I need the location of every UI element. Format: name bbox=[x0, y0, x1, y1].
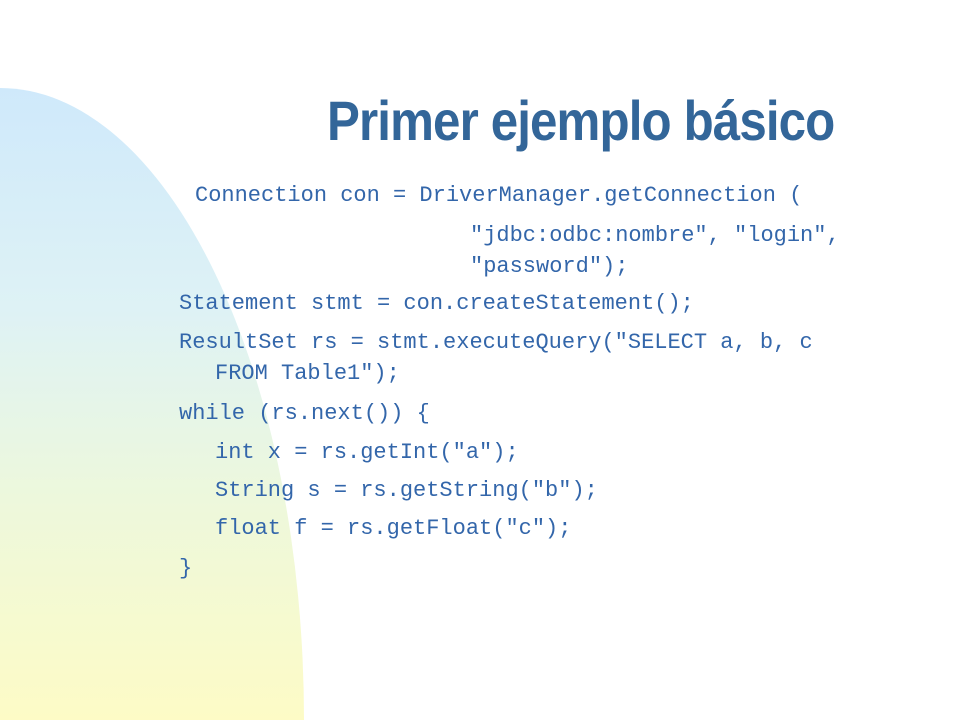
slide-title: Primer ejemplo básico bbox=[327, 89, 835, 152]
code-line-5: ResultSet rs = stmt.executeQuery("SELECT… bbox=[179, 330, 813, 355]
code-line-4: Statement stmt = con.createStatement(); bbox=[179, 291, 694, 316]
code-line-10: float f = rs.getFloat("c"); bbox=[215, 516, 572, 541]
code-line-6: FROM Table1"); bbox=[215, 361, 400, 386]
code-line-9: String s = rs.getString("b"); bbox=[215, 478, 598, 503]
code-line-1: Connection con = DriverManager.getConnec… bbox=[195, 183, 803, 208]
code-line-7: while (rs.next()) { bbox=[179, 401, 430, 426]
code-line-11: } bbox=[179, 556, 193, 581]
code-line-3: "password"); bbox=[470, 254, 629, 279]
code-line-8: int x = rs.getInt("a"); bbox=[215, 440, 519, 465]
code-line-2: "jdbc:odbc:nombre", "login", bbox=[470, 223, 840, 248]
